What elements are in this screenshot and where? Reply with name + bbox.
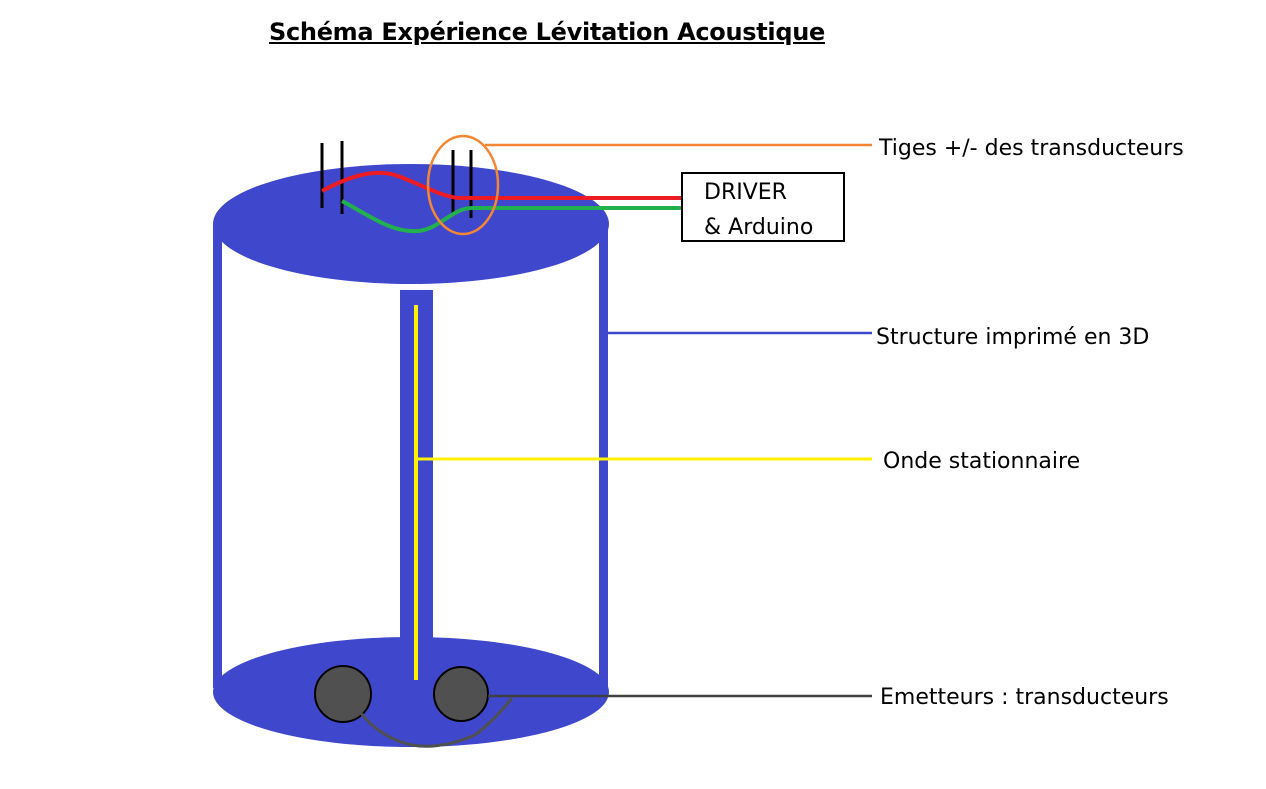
transducer-left <box>314 665 372 723</box>
wire-negative <box>341 199 682 234</box>
label-wave: Onde stationnaire <box>883 449 1080 474</box>
transducer-wire <box>358 697 514 748</box>
right-wall <box>599 225 608 688</box>
transducer-right <box>433 666 489 722</box>
left-wall <box>213 225 222 688</box>
base-disc <box>213 637 609 747</box>
driver-box <box>681 172 845 242</box>
label-structure: Structure imprimé en 3D <box>876 325 1149 350</box>
top-lid <box>213 164 609 284</box>
driver-box-line2: & Arduino <box>704 215 813 240</box>
rods-highlight-circle <box>426 134 500 236</box>
driver-box-line1: DRIVER <box>704 180 787 205</box>
label-emitters: Emetteurs : transducteurs <box>880 685 1169 710</box>
diagram-title: Schéma Expérience Lévitation Acoustique <box>269 18 825 46</box>
wire-positive <box>321 170 682 200</box>
label-rods: Tiges +/- des transducteurs <box>878 136 1184 161</box>
